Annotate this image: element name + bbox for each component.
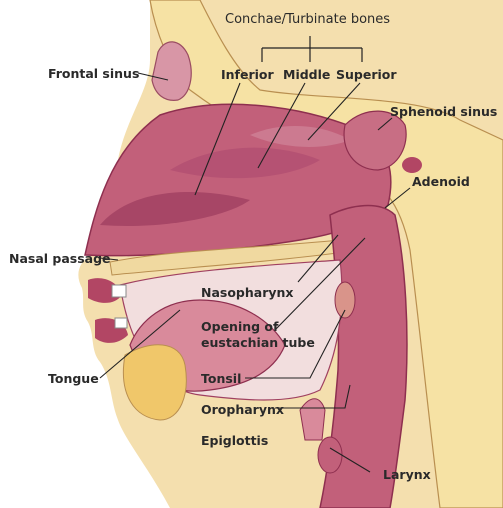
label-epiglottis: Epiglottis <box>201 433 269 448</box>
conchae-bracket <box>261 36 363 62</box>
leader-sphenoid <box>377 117 393 131</box>
adenoid <box>402 157 422 173</box>
label-middle: Middle <box>283 67 331 82</box>
epiglottis-shape <box>299 398 326 441</box>
label-opening-line1: Opening of <box>201 319 279 334</box>
label-sphenoid-sinus: Sphenoid sinus <box>390 104 498 119</box>
leader-opening <box>274 237 366 331</box>
label-opening-line2: eustachian tube <box>201 335 315 350</box>
label-superior: Superior <box>336 67 397 82</box>
leader-frontal-sinus <box>137 72 169 81</box>
leader-middle <box>257 82 306 169</box>
superior-turbinate <box>250 125 350 147</box>
label-oropharynx: Oropharynx <box>201 402 284 417</box>
middle-turbinate <box>170 147 320 179</box>
label-larynx: Larynx <box>383 467 431 482</box>
leader-adenoid <box>384 187 411 209</box>
lower-teeth <box>114 317 128 329</box>
tonsil-shape <box>334 281 356 319</box>
label-frontal-sinus: Frontal sinus <box>48 66 140 81</box>
skull-bone <box>149 0 503 508</box>
leader-superior <box>307 82 361 141</box>
leader-lines <box>99 72 411 473</box>
fat-pad <box>123 344 187 421</box>
leader-tongue <box>99 309 181 379</box>
label-nasopharynx: Nasopharynx <box>201 285 294 300</box>
label-inferior: Inferior <box>221 67 274 82</box>
leader-nasal-passage <box>99 257 119 261</box>
leader-inferior <box>194 82 241 196</box>
leader-nasopharynx <box>297 234 339 283</box>
inferior-turbinate <box>100 192 250 226</box>
label-tongue: Tongue <box>48 371 99 386</box>
sphenoid-sinus <box>343 110 407 171</box>
label-adenoid: Adenoid <box>412 174 470 189</box>
upper-teeth <box>111 284 127 298</box>
leader-larynx <box>329 447 371 473</box>
label-tonsil: Tonsil <box>201 371 242 386</box>
conchae-title: Conchae/Turbinate bones <box>225 12 391 27</box>
larynx-shape <box>317 436 343 474</box>
frontal-sinus <box>151 41 192 101</box>
leader-tonsil <box>245 309 346 379</box>
label-nasal-passage: Nasal passage <box>9 251 111 266</box>
leader-oropharynx <box>275 384 351 409</box>
